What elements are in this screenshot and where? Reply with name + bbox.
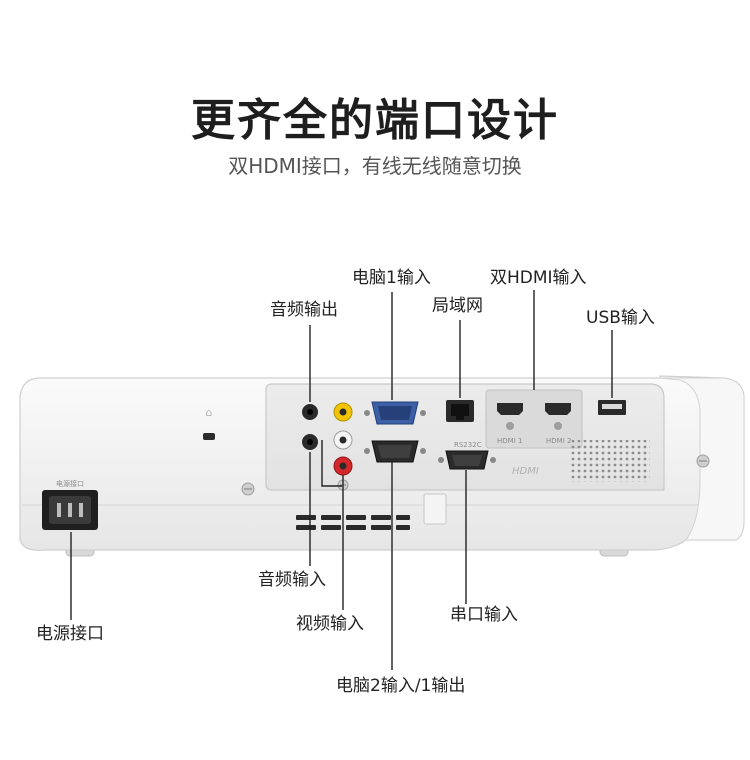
audio-in-rca-white <box>333 430 353 450</box>
callout-video-in: 视频输入 <box>296 614 364 634</box>
callout-computer2-in-1-out: 电脑2输入/1输出 <box>336 676 466 696</box>
vga-computer1-in <box>364 401 426 425</box>
hdmi2-port <box>545 403 571 430</box>
device-power-label: 电源接口 <box>56 480 84 488</box>
callout-usb-in: USB输入 <box>586 308 655 328</box>
callout-audio-in: 音频输入 <box>258 570 326 590</box>
audio-in-rca-red <box>333 456 353 476</box>
callout-serial-in: 串口输入 <box>450 605 518 625</box>
callout-lines <box>70 290 613 670</box>
lan-port <box>446 400 474 422</box>
screw-right <box>696 454 710 468</box>
callout-audio-out: 音频输出 <box>270 300 338 320</box>
device-rs232c-label: RS232C <box>454 441 482 449</box>
device-hdmi-logo: HDMI <box>512 466 539 477</box>
audio-in-jack <box>302 434 318 450</box>
security-slot <box>203 433 215 440</box>
page-title: 更齐全的端口设计 <box>191 95 559 146</box>
audio-out-jack <box>302 404 318 420</box>
page-subtitle: 双HDMI接口，有线无线随意切换 <box>228 154 522 178</box>
screw-left <box>241 482 255 496</box>
callout-lan: 局域网 <box>432 296 483 316</box>
callout-power-inlet: 电源接口 <box>36 624 104 644</box>
device-hdmi1-label: HDMI 1 <box>497 437 523 445</box>
panel-latch <box>423 493 447 525</box>
callout-computer1-in: 电脑1输入 <box>352 268 431 288</box>
serial-rs232c-port <box>438 450 496 470</box>
cooling-vents <box>296 515 410 530</box>
hdmi1-port <box>497 403 523 430</box>
usb-port <box>598 400 626 415</box>
callout-dual-hdmi-in: 双HDMI输入 <box>490 268 587 288</box>
video-in-rca-yellow <box>333 402 353 422</box>
vga-computer2-in-1-out <box>364 440 426 463</box>
power-inlet <box>42 490 98 530</box>
device-hdmi2-label: HDMI 2 <box>546 437 572 445</box>
speaker-grille <box>570 440 650 482</box>
svg-text:⌂: ⌂ <box>206 406 213 419</box>
